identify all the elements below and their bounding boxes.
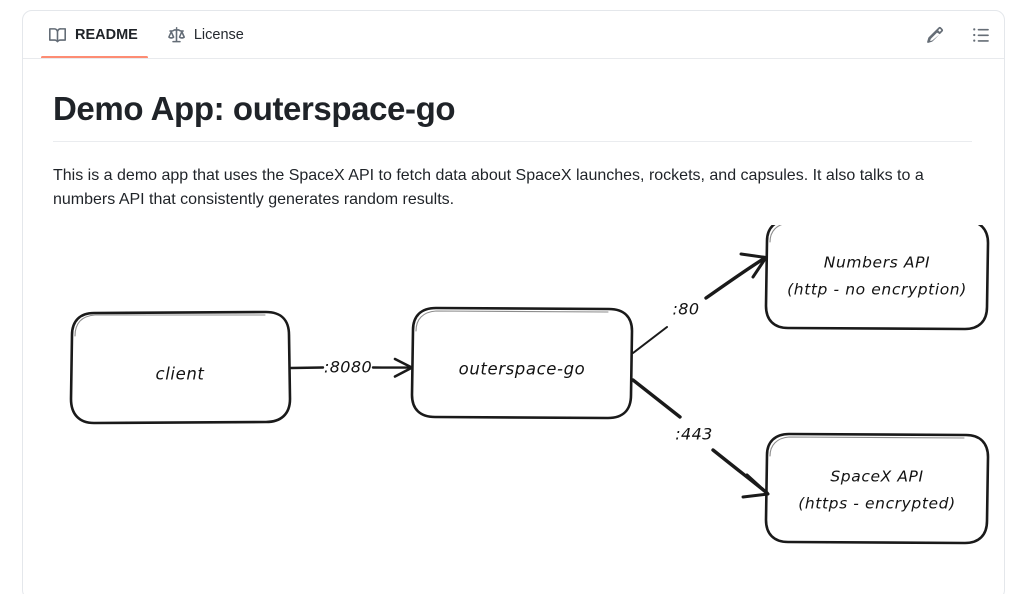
intro-paragraph: This is a demo app that uses the SpaceX …	[53, 166, 924, 209]
file-tabs: README License	[39, 11, 256, 59]
tab-readme[interactable]: README	[39, 11, 150, 59]
diagram-node-spacex-api-label-1: SpaceX API	[830, 468, 923, 486]
diagram-edge-client-to-app-label: :8080	[324, 358, 372, 377]
title-divider	[53, 140, 972, 142]
diagram-node-numbers-api: Numbers API (http - no encryption)	[764, 225, 990, 331]
book-icon	[49, 27, 66, 44]
page-title: Demo App: outerspace-go	[53, 90, 456, 127]
diagram-node-spacex-api-label-2: (https - encrypted)	[798, 495, 956, 513]
diagram-edge-app-to-numbers-label: :80	[673, 300, 700, 319]
card-body: Demo App: outerspace-go This is a demo a…	[23, 59, 1004, 555]
diagram-edge-app-to-spacex-label: :443	[675, 425, 713, 444]
header-actions	[926, 11, 990, 59]
diagram-node-numbers-api-label-2: (http - no encryption)	[787, 281, 967, 299]
diagram-node-client: client	[69, 310, 292, 425]
card-header: README License	[23, 11, 1004, 59]
tab-license[interactable]: License	[158, 11, 256, 59]
pencil-icon[interactable]	[926, 26, 944, 44]
scales-icon	[168, 26, 185, 44]
readme-card: README License	[22, 10, 1005, 594]
header-divider	[23, 58, 1004, 59]
architecture-diagram: client outerspace-go Numbers API (http -…	[53, 225, 1003, 555]
diagram-node-numbers-api-label-1: Numbers API	[824, 254, 930, 272]
diagram-node-outerspace-go-label: outerspace-go	[459, 360, 586, 379]
diagram-node-spacex-api: SpaceX API (https - encrypted)	[764, 432, 990, 545]
tab-readme-label: README	[75, 26, 138, 43]
list-icon[interactable]	[972, 26, 990, 44]
diagram-node-outerspace-go: outerspace-go	[410, 306, 634, 420]
diagram-edge-client-to-app: :8080	[289, 358, 414, 378]
diagram-node-client-label: client	[156, 365, 205, 384]
diagram-edge-app-to-spacex: :443	[631, 378, 770, 499]
tab-license-label: License	[193, 26, 244, 43]
diagram-edge-app-to-numbers: :80	[632, 252, 768, 355]
